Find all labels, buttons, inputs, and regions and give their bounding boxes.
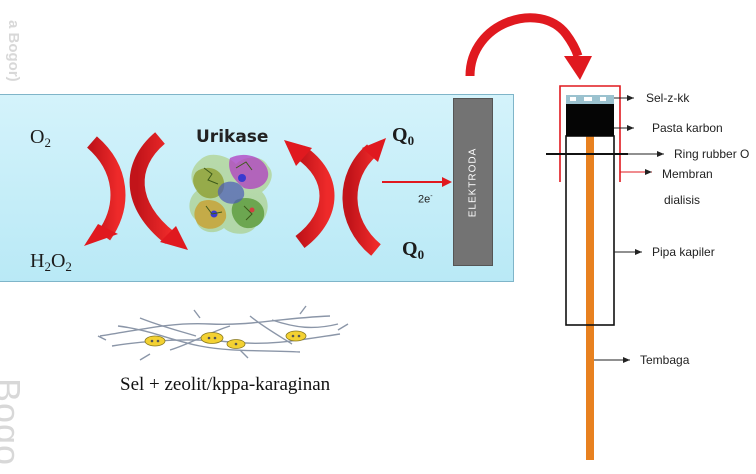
label-membran: Membran bbox=[662, 167, 713, 181]
label-urikase: Urikase bbox=[196, 127, 269, 147]
enzyme-structure-icon bbox=[189, 154, 272, 234]
label-dialisis: dialisis bbox=[664, 193, 701, 207]
carbon-paste bbox=[566, 104, 614, 136]
cell-clusters bbox=[144, 330, 307, 349]
electrode-bar bbox=[453, 98, 493, 266]
label-electrons: 2e- bbox=[418, 193, 433, 206]
arrow-o2-to-h2o2 bbox=[84, 136, 126, 246]
label-tembaga: Tembaga bbox=[640, 353, 690, 367]
label-q0-bottom: Q0 bbox=[402, 238, 425, 262]
carrageenan-network-icon bbox=[97, 305, 349, 361]
label-h2o2: H2O2 bbox=[30, 250, 72, 274]
curved-arrow-to-sensor bbox=[465, 13, 592, 80]
copper-wire bbox=[586, 134, 594, 460]
caption-cell-matrix: Sel + zeolit/kppa-karaginan bbox=[120, 374, 331, 395]
label-pipa-kapiler: Pipa kapiler bbox=[652, 245, 715, 259]
arrow-right-inner bbox=[284, 140, 335, 248]
label-sel-z-kk: Sel-z-kk bbox=[646, 91, 690, 105]
arrow-left-inner bbox=[129, 132, 188, 250]
callout-arrows bbox=[594, 95, 664, 363]
reaction-panel bbox=[0, 94, 514, 282]
label-ring-rubber: Ring rubber O bbox=[674, 147, 750, 161]
sensor-electrode bbox=[546, 85, 628, 460]
arrow-q-cycle bbox=[342, 138, 386, 256]
label-o2: O2 bbox=[30, 126, 51, 150]
label-q0-top: Q0 bbox=[392, 124, 415, 148]
label-pasta-karbon: Pasta karbon bbox=[652, 121, 723, 135]
